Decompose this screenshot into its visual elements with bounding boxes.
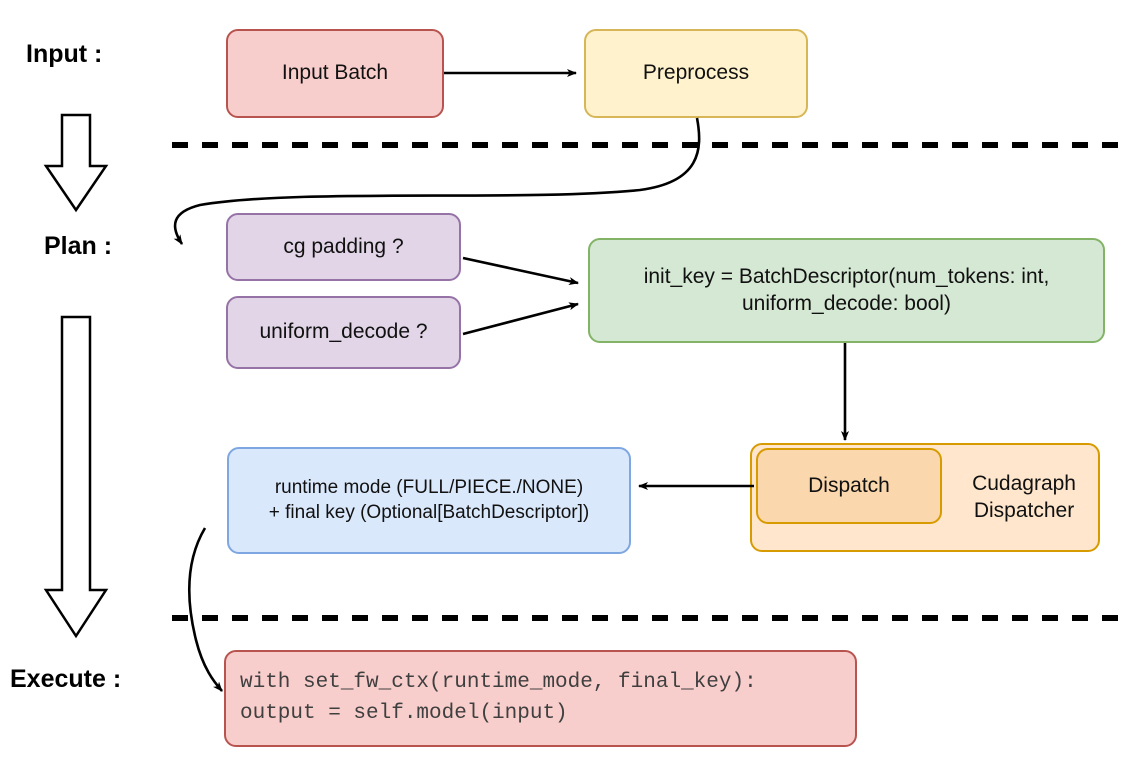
- node-execute-code[interactable]: with set_fw_ctx(runtime_mode, final_key)…: [224, 650, 857, 747]
- node-dispatch[interactable]: Dispatch: [756, 448, 942, 524]
- node-preprocess[interactable]: Preprocess: [584, 29, 808, 118]
- node-uniform-decode[interactable]: uniform_decode ?: [226, 296, 461, 369]
- flow-arrow-input-to-plan: [43, 113, 109, 213]
- edge-runtime-mode-to-execute-code: [188, 527, 223, 692]
- flow-arrow-plan-to-execute: [43, 315, 109, 639]
- stage-label-input: Input :: [26, 40, 103, 68]
- edge-uniform-decode-to-init-key: [462, 302, 579, 336]
- edge-cg-padding-to-init-key: [462, 256, 579, 285]
- node-cg-padding[interactable]: cg padding ?: [226, 213, 461, 281]
- node-init-key[interactable]: init_key = BatchDescriptor(num_tokens: i…: [588, 238, 1105, 343]
- node-runtime-mode[interactable]: runtime mode (FULL/PIECE./NONE) + final …: [227, 447, 631, 554]
- stage-label-execute: Execute :: [10, 665, 122, 693]
- node-input-batch[interactable]: Input Batch: [226, 29, 444, 118]
- edge-preprocess-to-cg-padding: [173, 117, 701, 245]
- stage-label-plan: Plan :: [44, 232, 113, 260]
